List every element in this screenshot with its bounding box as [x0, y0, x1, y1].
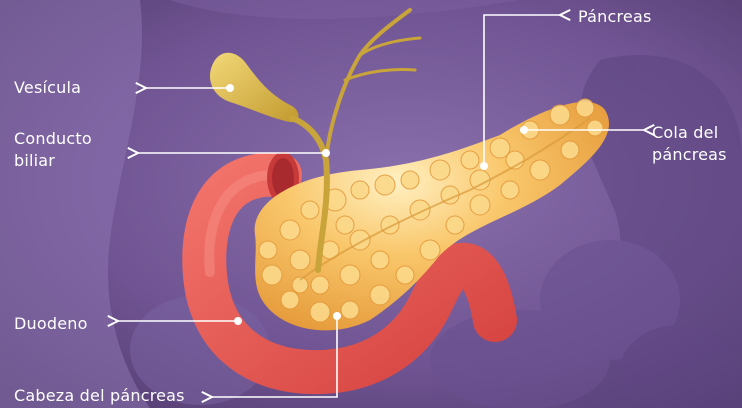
label-duodenum: Duodeno	[14, 313, 88, 335]
label-gallbladder: Vesícula	[14, 77, 81, 99]
label-pancreas: Páncreas	[578, 6, 651, 28]
label-tail: Cola del páncreas	[652, 122, 727, 166]
label-head: Cabeza del páncreas	[14, 385, 185, 407]
label-bile-duct: Conducto biliar	[14, 128, 92, 172]
